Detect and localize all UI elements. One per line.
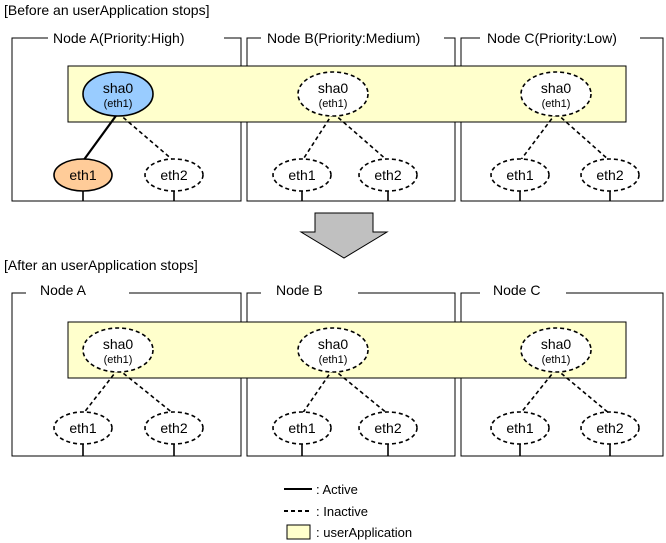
eth2-node-b-after: eth2 [358, 411, 418, 445]
after-node-frames [11, 292, 664, 457]
svg-text:(eth1): (eth1) [542, 354, 571, 366]
svg-text:(eth1): (eth1) [104, 98, 133, 110]
node-c-sha-eth1-line [519, 112, 557, 162]
node-b-sha-eth1-line [301, 112, 334, 162]
eth1-node-a-after: eth1 [53, 411, 113, 445]
node-b-frame [246, 37, 456, 202]
transition-arrow [299, 212, 389, 259]
node-b-label: Node B(Priority:Medium) [267, 30, 420, 46]
svg-text:(eth1): (eth1) [319, 98, 348, 110]
svg-text:(eth1): (eth1) [319, 354, 348, 366]
sha0-node-b-after: sha0 (eth1) [297, 327, 369, 373]
svg-text:eth2: eth2 [160, 167, 187, 183]
node-b-frame-after [246, 292, 456, 457]
eth1-node-b-after: eth1 [272, 411, 332, 445]
legend-active-label: : Active [316, 482, 358, 497]
node-a-sha-eth1-line [82, 112, 119, 162]
svg-text:sha0: sha0 [318, 80, 349, 96]
node-c-sha-eth1-line-after [519, 368, 557, 415]
svg-text:sha0: sha0 [541, 336, 572, 352]
svg-text:eth1: eth1 [69, 420, 96, 436]
node-a-label: Node A(Priority:High) [53, 30, 185, 46]
legend-inactive-label: : Inactive [316, 504, 368, 519]
eth1-node-b: eth1 [272, 158, 332, 192]
node-a-sha-eth2-line-after [117, 368, 175, 415]
svg-text:eth2: eth2 [160, 420, 187, 436]
sha0-node-c-after: sha0 (eth1) [520, 327, 592, 373]
svg-text:eth1: eth1 [506, 420, 533, 436]
svg-text:eth2: eth2 [596, 420, 623, 436]
node-a-label-after: Node A [40, 282, 87, 298]
svg-text:sha0: sha0 [103, 336, 134, 352]
legend-userapp-swatch [286, 524, 311, 540]
after-connections [82, 368, 611, 415]
node-c-frame [460, 37, 664, 202]
eth2-node-a: eth2 [144, 158, 204, 192]
sha0-node-a-after: sha0 (eth1) [82, 327, 154, 373]
legend: : Active : Inactive : userApplication [284, 482, 412, 540]
eth1-node-a: eth1 [53, 158, 113, 192]
eth2-node-c: eth2 [580, 158, 640, 192]
network-stubs [82, 191, 611, 456]
eth2-node-a-after: eth2 [144, 411, 204, 445]
eth1-node-c: eth1 [490, 158, 550, 192]
sha0-node-a: sha0 (eth1) [82, 71, 154, 117]
svg-text:sha0: sha0 [103, 80, 134, 96]
node-a-frame [11, 37, 242, 202]
node-b-label-after: Node B [276, 282, 323, 298]
svg-text:sha0: sha0 [318, 336, 349, 352]
svg-text:(eth1): (eth1) [542, 98, 571, 110]
before-node-frames [11, 37, 664, 202]
sha0-node-b: sha0 (eth1) [297, 71, 369, 117]
sha0-node-c: sha0 (eth1) [520, 71, 592, 117]
legend-userapp-label: : userApplication [316, 525, 412, 540]
svg-text:sha0: sha0 [541, 80, 572, 96]
node-c-sha-eth2-line-after [555, 368, 611, 415]
eth2-node-c-after: eth2 [580, 411, 640, 445]
after-section-title: [After an userApplication stops] [4, 257, 198, 273]
node-c-label-after: Node C [493, 282, 540, 298]
node-c-frame-after [460, 292, 664, 457]
svg-text:eth1: eth1 [69, 167, 96, 183]
node-c-sha-eth2-line [555, 112, 611, 162]
node-a-frame-after [11, 292, 242, 457]
before-connections [82, 112, 611, 162]
svg-text:eth2: eth2 [374, 167, 401, 183]
node-b-sha-eth2-line [332, 112, 389, 162]
svg-text:eth1: eth1 [288, 167, 315, 183]
eth1-node-c-after: eth1 [490, 411, 550, 445]
svg-text:eth1: eth1 [288, 420, 315, 436]
node-c-label: Node C(Priority:Low) [487, 30, 617, 46]
eth2-node-b: eth2 [358, 158, 418, 192]
before-section-title: [Before an userApplication stops] [4, 2, 209, 18]
svg-text:eth1: eth1 [506, 167, 533, 183]
node-b-sha-eth1-line-after [301, 368, 334, 415]
svg-text:eth2: eth2 [596, 167, 623, 183]
node-b-sha-eth2-line-after [332, 368, 389, 415]
svg-text:(eth1): (eth1) [104, 354, 133, 366]
svg-text:eth2: eth2 [374, 420, 401, 436]
node-a-sha-eth1-line-after [82, 368, 119, 415]
node-a-sha-eth2-line [117, 112, 175, 162]
